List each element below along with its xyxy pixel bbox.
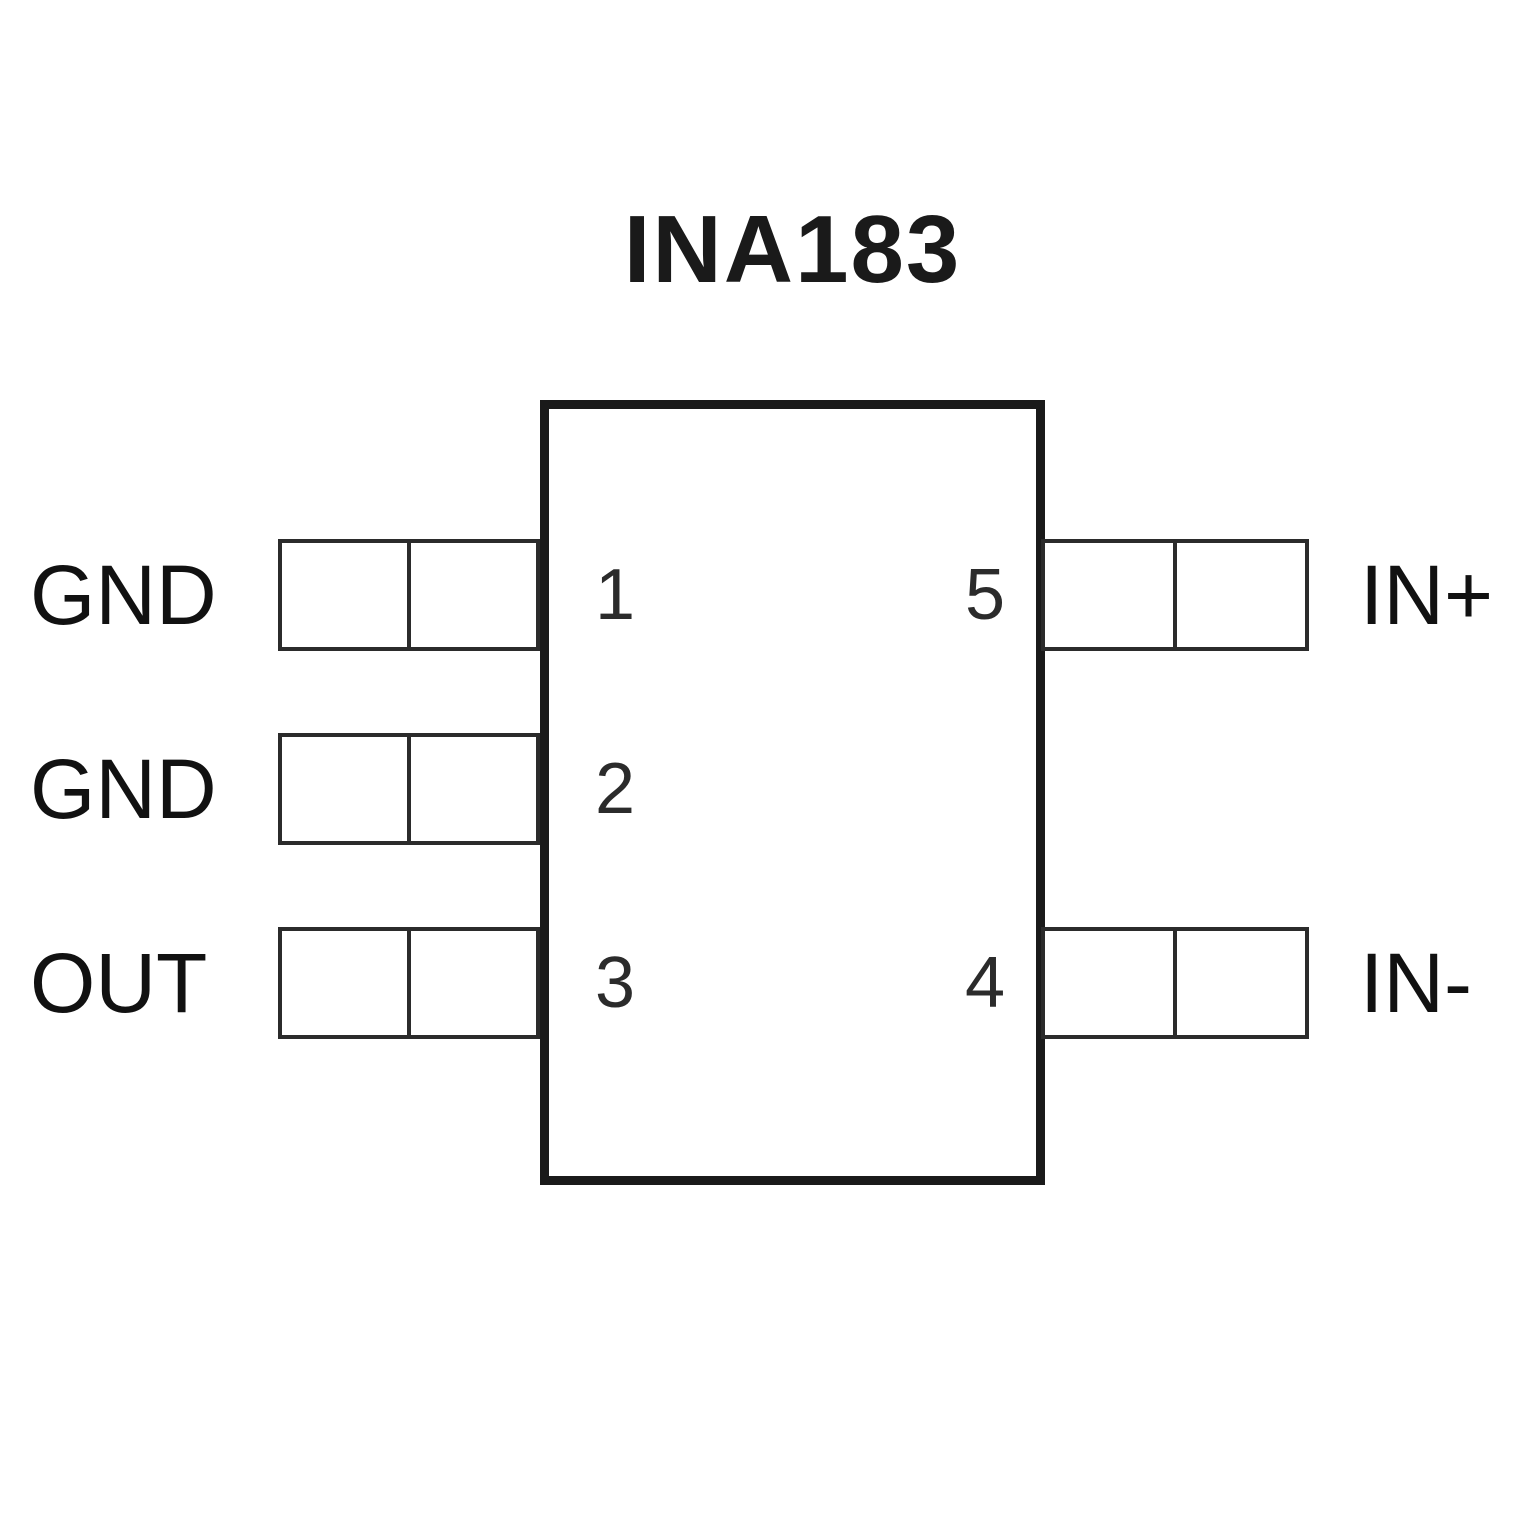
pin-number-4: 4 (964, 943, 1005, 1023)
pin-pad-divider (1173, 543, 1177, 647)
pin-pad-5 (1041, 539, 1309, 651)
pin-pad-3 (278, 927, 540, 1039)
pin-pad-4 (1041, 927, 1309, 1039)
pin-label-in-minus: IN- (1360, 936, 1472, 1030)
pin-label-gnd-1: GND (30, 548, 217, 642)
pin-number-1: 1 (595, 555, 636, 635)
pin-label-in-plus: IN+ (1360, 548, 1494, 642)
chip-title: INA183 (623, 196, 962, 303)
pin-label-out: OUT (30, 936, 208, 1030)
pin-pad-divider (1173, 931, 1177, 1035)
chip-body (540, 400, 1045, 1185)
pin-number-3: 3 (595, 943, 636, 1023)
pin-pad-divider (407, 543, 411, 647)
pin-number-2: 2 (595, 749, 636, 829)
pin-pad-1 (278, 539, 540, 651)
pin-number-5: 5 (964, 555, 1005, 635)
pin-pad-divider (407, 737, 411, 841)
pin-pad-divider (407, 931, 411, 1035)
pin-pad-2 (278, 733, 540, 845)
pin-label-gnd-2: GND (30, 742, 217, 836)
